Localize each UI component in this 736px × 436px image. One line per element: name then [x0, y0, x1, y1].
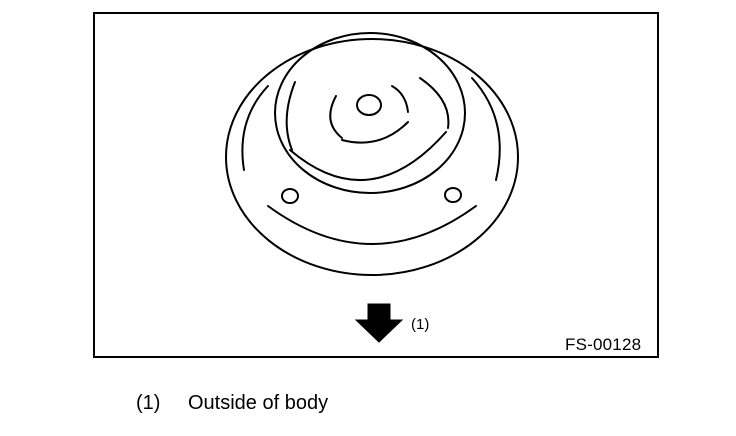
callout-label: (1)	[411, 316, 430, 333]
figure-frame	[93, 12, 659, 358]
outer-contour-arc-left	[241, 85, 269, 171]
legend: (1) Outside of body	[136, 392, 328, 414]
outer-contour-arc-right	[471, 77, 501, 181]
dome-contour-arc-left	[285, 81, 296, 151]
mounting-hole-right	[444, 187, 462, 203]
figure-id: FS-00128	[565, 335, 642, 354]
direction-arrow-icon	[354, 303, 404, 343]
dome-contour-arc-lower	[289, 131, 447, 181]
dome-contour-arc-right	[419, 77, 450, 129]
legend-number: (1)	[136, 392, 161, 414]
mounting-hole-left	[281, 188, 299, 204]
outer-contour-arc-bottom	[267, 205, 477, 245]
center-dome-outline	[274, 32, 466, 194]
center-hole	[356, 94, 382, 116]
outer-plate-outline	[225, 38, 519, 276]
inner-ring-arc-left	[329, 95, 343, 139]
inner-ring-arc-lower	[341, 121, 409, 144]
legend-text: Outside of body	[188, 392, 329, 414]
inner-ring-arc-right	[391, 85, 409, 113]
